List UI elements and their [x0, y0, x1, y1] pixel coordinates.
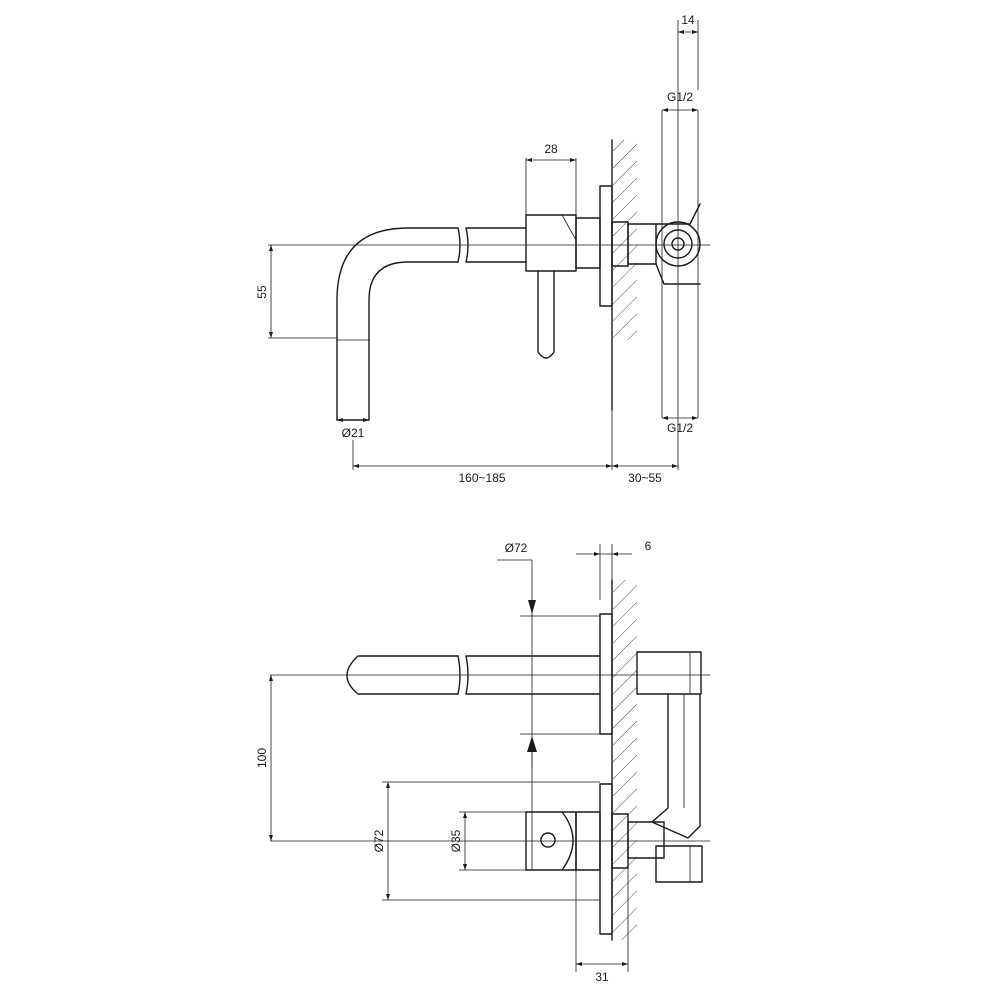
dim-6: 6: [645, 539, 652, 553]
dim-14: 14: [681, 13, 695, 27]
handle-plate: [599, 783, 613, 935]
dim-160-185: 160~185: [458, 471, 505, 485]
dim-55: 55: [255, 285, 269, 299]
wall-top: [611, 139, 637, 411]
dim-31: 31: [595, 970, 609, 984]
valve-body-side: [627, 651, 703, 883]
dim-d72-top: Ø72: [505, 541, 528, 555]
dim-d72-left: Ø72: [372, 829, 386, 852]
dim-100: 100: [255, 748, 269, 768]
dim-28: 28: [544, 142, 558, 156]
dim-30-55: 30~55: [628, 471, 662, 485]
dim-g12-top: G1/2: [667, 90, 693, 104]
side-view: Ø72 6 100 Ø72 Ø35 31: [255, 539, 710, 984]
dim-g12-bottom: G1/2: [667, 421, 693, 435]
top-view: 14 G1/2 28 55 Ø21 G1/2 160~185: [255, 13, 710, 485]
spout-top: [336, 227, 527, 421]
valve-body-top: [627, 203, 701, 285]
wall-side: [611, 579, 637, 941]
dim-d35: Ø35: [449, 829, 463, 852]
spout-plate: [599, 613, 613, 735]
dim-d21: Ø21: [342, 426, 365, 440]
